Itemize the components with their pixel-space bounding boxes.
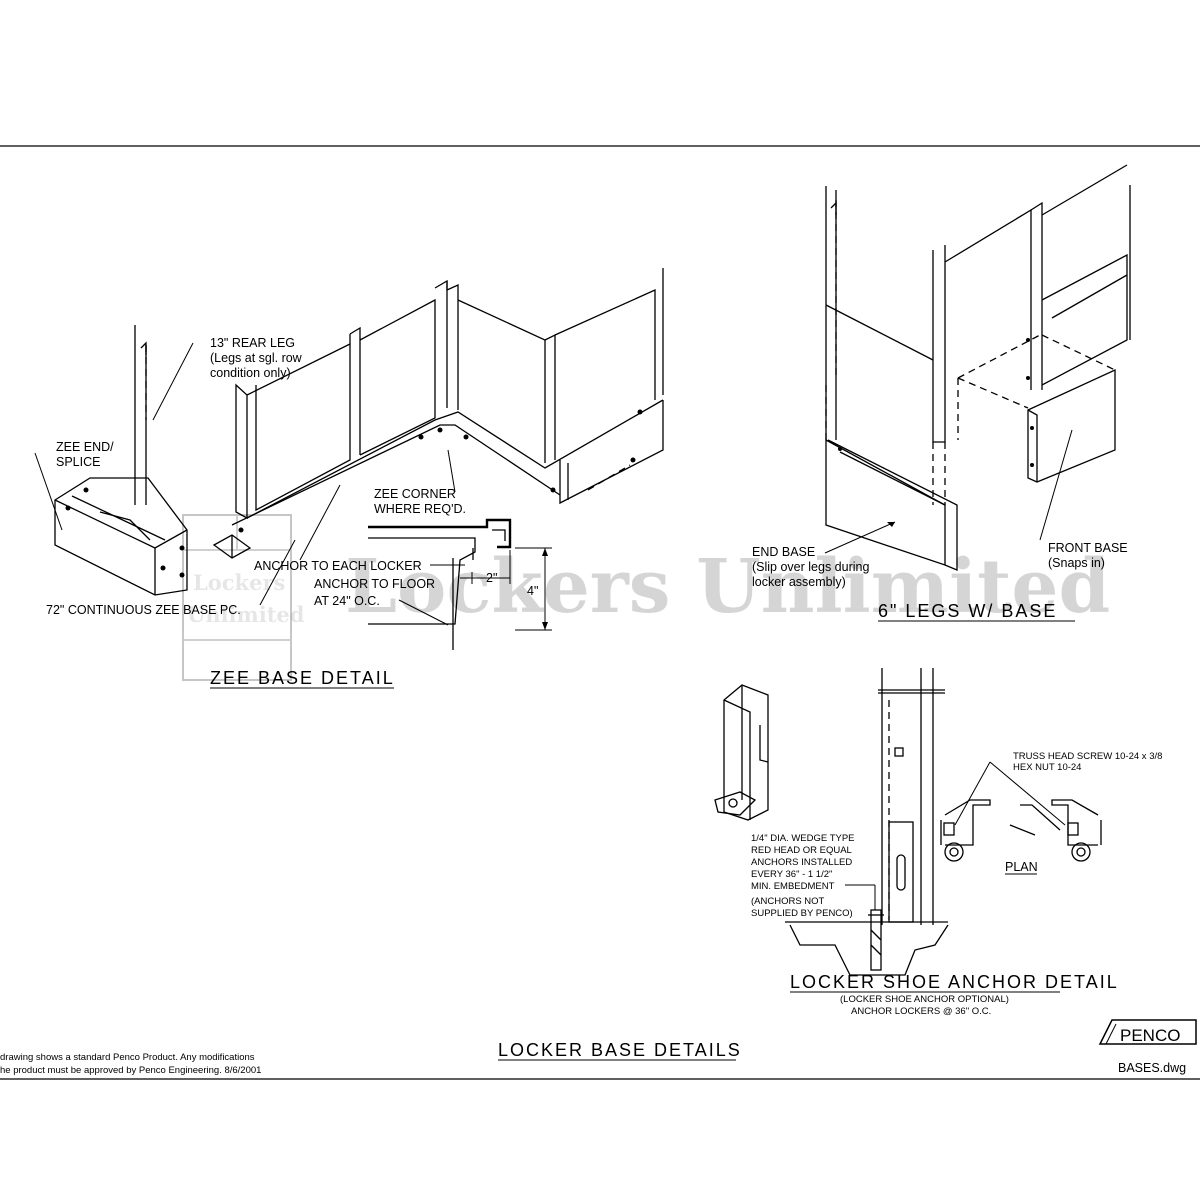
- sheet-title: LOCKER BASE DETAILS: [498, 1040, 742, 1060]
- wedge-anchor-label-5: MIN. EMBEDMENT: [751, 881, 835, 892]
- truss-head-screw-label: TRUSS HEAD SCREW 10-24 x 3/8: [1013, 751, 1162, 762]
- end-base-note-1: (Slip over legs during: [752, 560, 869, 574]
- wedge-anchor-label-1: 1/4" DIA. WEDGE TYPE: [751, 833, 855, 844]
- wedge-anchor-label-4: EVERY 36" - 1 1/2": [751, 869, 832, 880]
- legs-base-drawing: [824, 164, 1131, 571]
- shoe-anchor-subtitle-2: ANCHOR LOCKERS @ 36" O.C.: [851, 1006, 991, 1017]
- zee-end-label: ZEE END/: [56, 440, 114, 454]
- rear-leg-label: 13" REAR LEG: [210, 336, 295, 350]
- rear-leg-note-2: condition only): [210, 366, 291, 380]
- penco-logo: PENCO: [1098, 1019, 1197, 1045]
- footer-note-1: drawing shows a standard Penco Product. …: [0, 1052, 255, 1063]
- wedge-anchor-label-7: SUPPLIED BY PENCO): [751, 908, 853, 919]
- front-base-note: (Snaps in): [1048, 556, 1105, 570]
- zee-base-drawing: [34, 268, 664, 650]
- zee-corner-label: ZEE CORNER: [374, 487, 456, 501]
- penco-logo-text: PENCO: [1120, 1026, 1180, 1045]
- end-base-label: END BASE: [752, 545, 815, 559]
- watermark-logo-word-1: Lockers: [193, 570, 285, 595]
- front-base-label: FRONT BASE: [1048, 541, 1128, 555]
- wedge-anchor-label-2: RED HEAD OR EQUAL: [751, 845, 852, 856]
- dimension-2in: 2": [486, 571, 497, 585]
- plan-label: PLAN: [1005, 860, 1038, 874]
- continuous-zee-base-label: 72" CONTINUOUS ZEE BASE PC.: [46, 603, 241, 617]
- anchor-to-floor-label: ANCHOR TO FLOOR: [314, 577, 435, 591]
- hex-nut-label: HEX NUT 10-24: [1013, 762, 1081, 773]
- legs-with-base-title: 6" LEGS W/ BASE: [878, 601, 1057, 621]
- zee-base-detail-title: ZEE BASE DETAIL: [210, 668, 395, 688]
- anchor-to-each-locker-label: ANCHOR TO EACH LOCKER: [254, 559, 422, 573]
- shoe-anchor-title: LOCKER SHOE ANCHOR DETAIL: [790, 972, 1119, 992]
- watermark-logo-word-2: Unlimited: [187, 602, 305, 627]
- wedge-anchor-label-6: (ANCHORS NOT: [751, 896, 825, 907]
- where-reqd-label: WHERE REQ'D.: [374, 502, 466, 516]
- shoe-anchor-subtitle-1: (LOCKER SHOE ANCHOR OPTIONAL): [840, 994, 1009, 1005]
- dimension-4in: 4": [527, 584, 538, 598]
- wedge-anchor-label-3: ANCHORS INSTALLED: [751, 857, 852, 868]
- watermark-logo: Lockers Unlimited: [182, 514, 305, 681]
- drawing-filename: BASES.dwg: [1118, 1061, 1186, 1075]
- splice-label: SPLICE: [56, 455, 100, 469]
- footer-note-2: he product must be approved by Penco Eng…: [0, 1065, 261, 1076]
- rear-leg-note-1: (Legs at sgl. row: [210, 351, 303, 365]
- end-base-note-2: locker assembly): [752, 575, 846, 589]
- anchor-spacing-label: AT 24" O.C.: [314, 594, 380, 608]
- shoe-anchor-drawing: [714, 668, 1102, 976]
